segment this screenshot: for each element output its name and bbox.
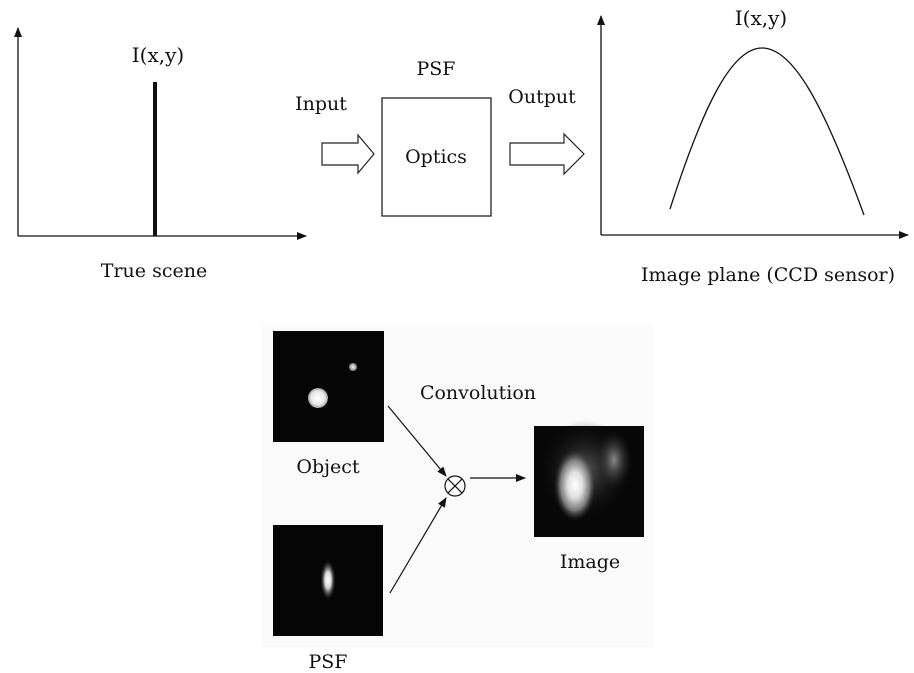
- impulse-label: I(x,y): [132, 43, 184, 67]
- input-label: Input: [295, 93, 347, 115]
- output-label: Output: [508, 86, 576, 108]
- optics-box: [381, 97, 492, 217]
- object-label: Object: [296, 456, 360, 478]
- psf-to-operator-arrow: [389, 497, 447, 594]
- optics-label: Optics: [405, 146, 467, 168]
- psf-image: [273, 525, 383, 636]
- large-point-source: [308, 388, 328, 408]
- result-main-blur: [554, 449, 596, 521]
- curve-peak-label: I(x,y): [735, 6, 787, 30]
- true-scene-plot: I(x,y) True scene: [14, 27, 307, 282]
- convolution-operator-icon: [444, 475, 466, 497]
- convolution-label: Convolution: [420, 382, 536, 404]
- input-arrow: [321, 133, 375, 175]
- true-scene-caption: True scene: [101, 260, 207, 282]
- object-image: [273, 331, 384, 442]
- result-image: [534, 420, 644, 537]
- result-secondary-blur: [596, 430, 632, 490]
- small-point-source: [349, 363, 357, 371]
- optics-system: Input PSF Optics Output: [295, 58, 585, 217]
- image-plane-plot: I(x,y) Image plane (CCD sensor): [597, 6, 909, 286]
- psf-box-label: PSF: [417, 58, 456, 80]
- psf-label: PSF: [309, 651, 348, 673]
- image-plane-caption: Image plane (CCD sensor): [641, 264, 895, 286]
- psf-blur-curve: [669, 47, 865, 216]
- image-label: Image: [560, 551, 620, 573]
- convolution-panel: Object PSF Convolution Image: [262, 325, 654, 673]
- output-arrow: [509, 132, 585, 176]
- object-to-operator-arrow: [387, 405, 447, 477]
- psf-blob: [320, 559, 336, 601]
